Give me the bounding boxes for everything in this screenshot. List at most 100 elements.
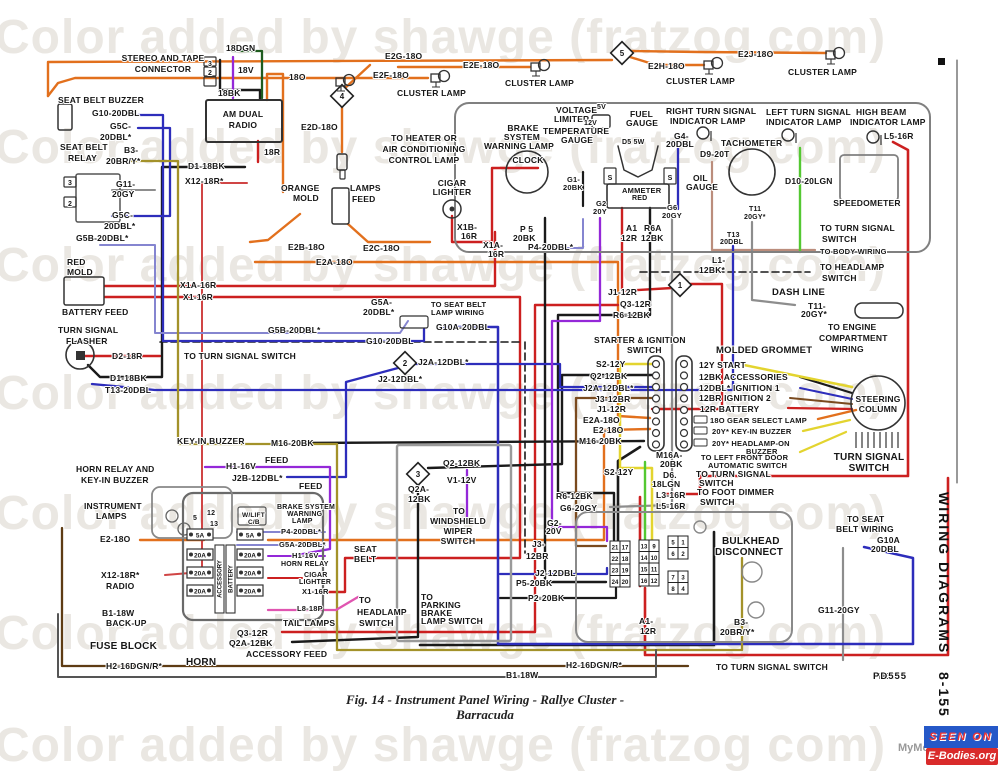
diagram-label: G6 (667, 203, 677, 212)
diagram-label: 18O (289, 72, 306, 82)
diagram-label: L5-16R (884, 131, 914, 141)
cigar-lighter-center (449, 206, 455, 212)
diagram-label: TURN SIGNAL (834, 452, 905, 463)
diagram-label: SWITCH (441, 536, 476, 546)
diagram-label: SWITCH (822, 273, 857, 283)
diagram-label: E2E-18O (463, 60, 500, 70)
diagram-label: A1 (626, 223, 637, 233)
diagram-label: G5C- (112, 210, 133, 220)
diagram-label: E2-18O (593, 425, 624, 435)
diagram-label: E2H-18O (648, 61, 685, 71)
diagram-label: TO TURN SIGNAL SWITCH (716, 662, 828, 672)
diagram-label: D1-18BK (110, 373, 147, 383)
diagram-label: T11 (749, 206, 761, 213)
lamps-feed-plug (331, 187, 350, 225)
diagram-label: FUSE BLOCK (90, 641, 158, 652)
diagram-label: TO ENGINE (828, 322, 877, 332)
diagram-label: FEED (265, 455, 288, 465)
diagram-label: KEY-IN BUZZER (177, 436, 245, 446)
diagram-label: MOLDED GROMMET (716, 345, 812, 356)
diagram-label: LAMP SWITCH (421, 616, 483, 626)
fuse-terminal (189, 588, 193, 593)
diagram-label: BRAKE (507, 123, 538, 133)
cluster-lamp-icon (710, 56, 724, 70)
diagram-label: W/LIFT (242, 512, 265, 519)
diagram-label: TO TURN SIGNAL (696, 469, 771, 479)
stereo-connector-pin (203, 76, 217, 87)
wire (265, 72, 285, 194)
diagram-label: TO FOOT DIMMER (697, 487, 774, 497)
bulkhead-cavity-number: 10 (651, 556, 658, 562)
diagram-label: P4-20DBL* (528, 242, 574, 252)
wire (346, 222, 432, 244)
fuse-bus-strip (214, 544, 225, 614)
circuit-breaker-box (237, 506, 267, 526)
diagram-label: E2A-18O (583, 415, 620, 425)
bulkhead-cavity-number: 22 (612, 557, 619, 563)
diagram-label: 20DBL* (363, 307, 395, 317)
diagram-label: RADIO (229, 120, 258, 130)
diagram-label: SEAT BELT (60, 142, 108, 152)
diagram-label: 20BK (513, 233, 536, 243)
wire (218, 58, 262, 101)
red-mold-connector (63, 276, 105, 306)
diagram-label: G1- (567, 175, 580, 184)
fuse-box (236, 566, 264, 579)
diagram-label: SYSTEM (504, 132, 540, 142)
connector-pin (679, 382, 689, 392)
wire (629, 49, 828, 55)
lamp-ground-icon (532, 71, 540, 77)
connector-pin (679, 394, 689, 403)
steering-column-connector (675, 355, 693, 452)
diagram-label: J2A-12DBL* (583, 383, 634, 393)
diagram-label: STEREO AND TAPE (122, 53, 205, 63)
diagram-label: E2J-18O (738, 49, 774, 59)
diagram-label: TO BODY WIRING (820, 247, 887, 256)
diagram-label: HIGH BEAM (856, 107, 906, 117)
fuse-terminal (239, 588, 243, 593)
diagram-label: BRAKE SYSTEM (277, 504, 335, 511)
diagram-label: 20GY (662, 211, 682, 220)
diagram-label: P 5 (520, 224, 533, 234)
wire (99, 244, 409, 334)
wire (628, 55, 706, 67)
diagram-label: 12R BATTERY (700, 404, 759, 414)
wire (531, 218, 584, 249)
wire (801, 418, 852, 433)
diagram-label: FUEL (630, 109, 653, 119)
flasher-contact (76, 351, 85, 360)
diagram-label: L1- (712, 255, 725, 265)
diagram-label: J1-12R (608, 287, 637, 297)
instrument-cluster-outline (454, 102, 931, 253)
fuse-terminal (207, 532, 211, 537)
diagram-label: RED (67, 257, 86, 267)
wire (46, 58, 614, 98)
diagram-label: BUZZER (746, 447, 778, 456)
connector-pin (679, 371, 689, 380)
diagram-label: 20DBL* (104, 221, 136, 231)
bulkhead-cavity-number: 9 (652, 545, 656, 551)
fuse-box (236, 548, 264, 561)
bulkhead-cavity-cell (648, 574, 660, 587)
turn-signal-flasher-symbol (65, 340, 95, 370)
bulkhead-cavity-cell (677, 582, 689, 595)
diagram-label: 20DBL (871, 544, 899, 554)
diagram-label: SWITCH (849, 463, 890, 474)
wire (450, 166, 540, 244)
wire (103, 230, 497, 288)
diagram-label: X1A-16R (180, 280, 216, 290)
fuse-terminal (207, 552, 211, 557)
diagram-label: T13 (727, 232, 740, 239)
bulkhead-cavity-number: 18 (622, 557, 629, 563)
bulkhead-cavity-number: 6 (671, 552, 675, 558)
indicator-lamp-icon (866, 130, 880, 144)
diagram-label: SWITCH (700, 497, 735, 507)
diagram-label: 12Y START (699, 360, 746, 370)
diagram-label: E2B-18O (288, 242, 325, 252)
wire (90, 244, 735, 392)
diagram-label: BRAKE (421, 608, 452, 618)
bulkhead-cavity-number: 15 (641, 568, 648, 574)
wiper-switch-boundary (395, 443, 513, 643)
diagram-label: WINDSHIELD (430, 516, 486, 526)
